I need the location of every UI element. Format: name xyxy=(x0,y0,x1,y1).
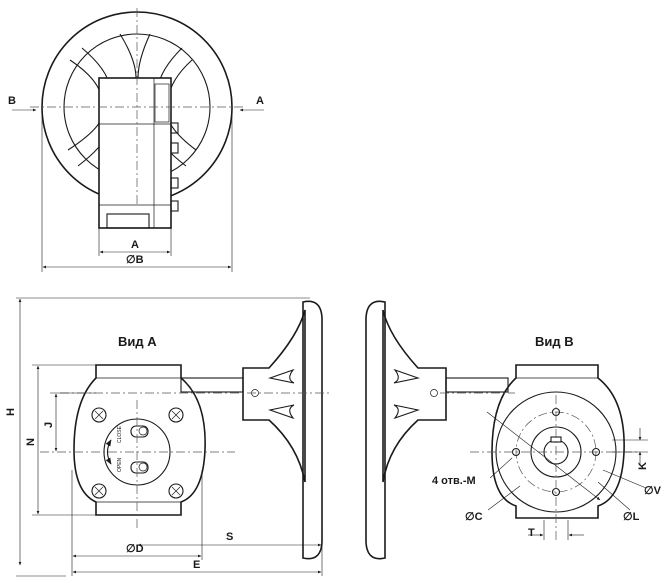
body-lower-block xyxy=(106,213,150,229)
view-b-title: Вид В xyxy=(535,334,574,349)
dim-h-label: H xyxy=(5,408,17,416)
dim-a-label: A xyxy=(131,239,139,251)
dim-l-label: ∅L xyxy=(623,511,640,523)
arrow-a-label: A xyxy=(256,95,264,107)
rotation-arrow-icon xyxy=(105,439,112,465)
view-b-handwheel xyxy=(365,300,447,560)
dim-d-label: ∅D xyxy=(126,543,144,555)
dim-t-label: T xyxy=(528,527,535,539)
view-a-title: Вид А xyxy=(118,334,157,349)
side-bolts xyxy=(170,122,179,212)
indicator-slot-lower xyxy=(130,461,149,474)
view-a-body-outline xyxy=(73,364,206,516)
view-a-corner-bolts xyxy=(91,407,184,499)
dim-n-label: N xyxy=(25,438,37,446)
gearbox-body-top xyxy=(98,77,172,229)
indicator-slot-upper xyxy=(130,425,149,438)
top-view: B A A ∅B xyxy=(8,8,264,272)
arrow-b-label: B xyxy=(8,95,16,107)
view-b: Вид В xyxy=(365,300,662,560)
dim-m-label: 4 отв.-M xyxy=(432,475,476,487)
dim-k-label: K xyxy=(637,462,649,470)
input-shaft xyxy=(180,377,244,393)
indicator-close-label: CLOSE xyxy=(117,425,123,443)
body-right-flange xyxy=(154,83,170,123)
indicator-open-label: OPEN xyxy=(117,457,123,472)
view-a-handwheel xyxy=(242,300,323,560)
view-b-input-shaft xyxy=(445,377,509,393)
dim-c-label: ∅C xyxy=(465,511,483,523)
dim-b-label: ∅B xyxy=(126,254,144,266)
dim-v-label: ∅V xyxy=(644,485,662,497)
dim-s-label: S xyxy=(226,531,233,543)
dim-j-label: J xyxy=(43,422,55,428)
dim-e-label: E xyxy=(193,559,200,571)
view-b-body-outline xyxy=(491,364,625,519)
view-a: Вид А CLOSE OPEN xyxy=(5,297,330,577)
